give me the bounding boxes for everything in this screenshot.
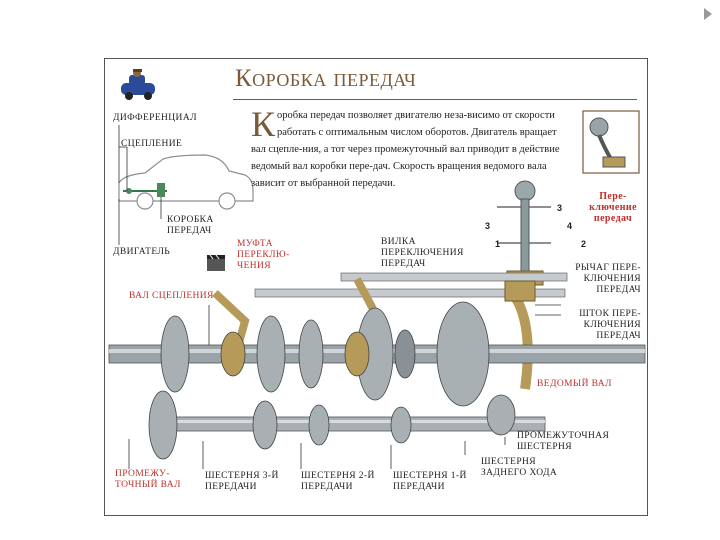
label-clutch-shaft: ВАЛ СЦЕПЛЕНИЯ bbox=[129, 291, 214, 301]
label-counter-shaft: ПРОМЕЖУ-ТОЧНЫЙ ВАЛ bbox=[115, 469, 181, 490]
leader-lines-bottom bbox=[128, 304, 561, 469]
lower-gears bbox=[148, 390, 516, 460]
label-engine: ДВИГАТЕЛЬ bbox=[113, 247, 171, 257]
shift-position-1: 1 bbox=[495, 239, 501, 249]
label-gear1: ШЕСТЕРНЯ 1-Й ПЕРЕДАЧИ bbox=[393, 471, 467, 492]
label-rod: ШТОК ПЕРЕ-КЛЮЧЕНИЯ ПЕРЕДАЧ bbox=[579, 309, 641, 341]
label-clutch: СЦЕПЛЕНИЕ bbox=[121, 139, 183, 149]
leader-lines-top bbox=[118, 125, 162, 245]
shifter-inset bbox=[582, 110, 640, 174]
page-title: Коробка передач bbox=[235, 65, 417, 92]
film-clapper-icon bbox=[207, 254, 225, 271]
label-differential: ДИФФЕРЕНЦИАЛ bbox=[113, 113, 197, 123]
label-lever: РЫЧАГ ПЕРЕ-КЛЮЧЕНИЯ ПЕРЕДАЧ bbox=[575, 263, 641, 295]
shift-position-4: 4 bbox=[567, 221, 573, 231]
title-divider bbox=[233, 99, 637, 100]
label-fork: ВИЛКА ПЕРЕКЛЮЧЕНИЯ ПЕРЕДАЧ bbox=[381, 237, 464, 269]
upper-gears bbox=[160, 301, 490, 407]
label-gear3: ШЕСТЕРНЯ 3-Й ПЕРЕДАЧИ bbox=[205, 471, 279, 492]
slide-corner-marker bbox=[704, 8, 712, 20]
gear-lever bbox=[506, 180, 544, 286]
shift-position-3: 3 bbox=[485, 221, 491, 231]
diagram-artwork bbox=[108, 69, 646, 469]
label-gearbox: КОРОБКА ПЕРЕДАЧ bbox=[167, 215, 214, 236]
label-output-shaft: ВЕДОМЫЙ ВАЛ bbox=[537, 379, 612, 389]
label-shift-switching: Пере-ключение передач bbox=[589, 191, 637, 224]
car-logo-icon bbox=[121, 69, 155, 100]
car-outline bbox=[118, 154, 254, 210]
label-shift-clutch: МУФТА ПЕРЕКЛЮ-ЧЕНИЯ bbox=[237, 239, 290, 271]
shift-rods bbox=[254, 272, 568, 298]
intro-text: оробка передач позволяет двигателю неза-… bbox=[251, 110, 560, 189]
label-gear2: ШЕСТЕРНЯ 2-Й ПЕРЕДАЧИ bbox=[301, 471, 375, 492]
shift-position-3-upper: 3 bbox=[557, 203, 563, 213]
label-idler-gear: ПРОМЕЖУТОЧНАЯ ШЕСТЕРНЯ bbox=[517, 431, 610, 452]
label-reverse-gear: ШЕСТЕРНЯ ЗАДНЕГО ХОДА bbox=[481, 457, 558, 478]
shift-position-2: 2 bbox=[581, 239, 587, 249]
intro-dropcap: К bbox=[251, 104, 276, 144]
